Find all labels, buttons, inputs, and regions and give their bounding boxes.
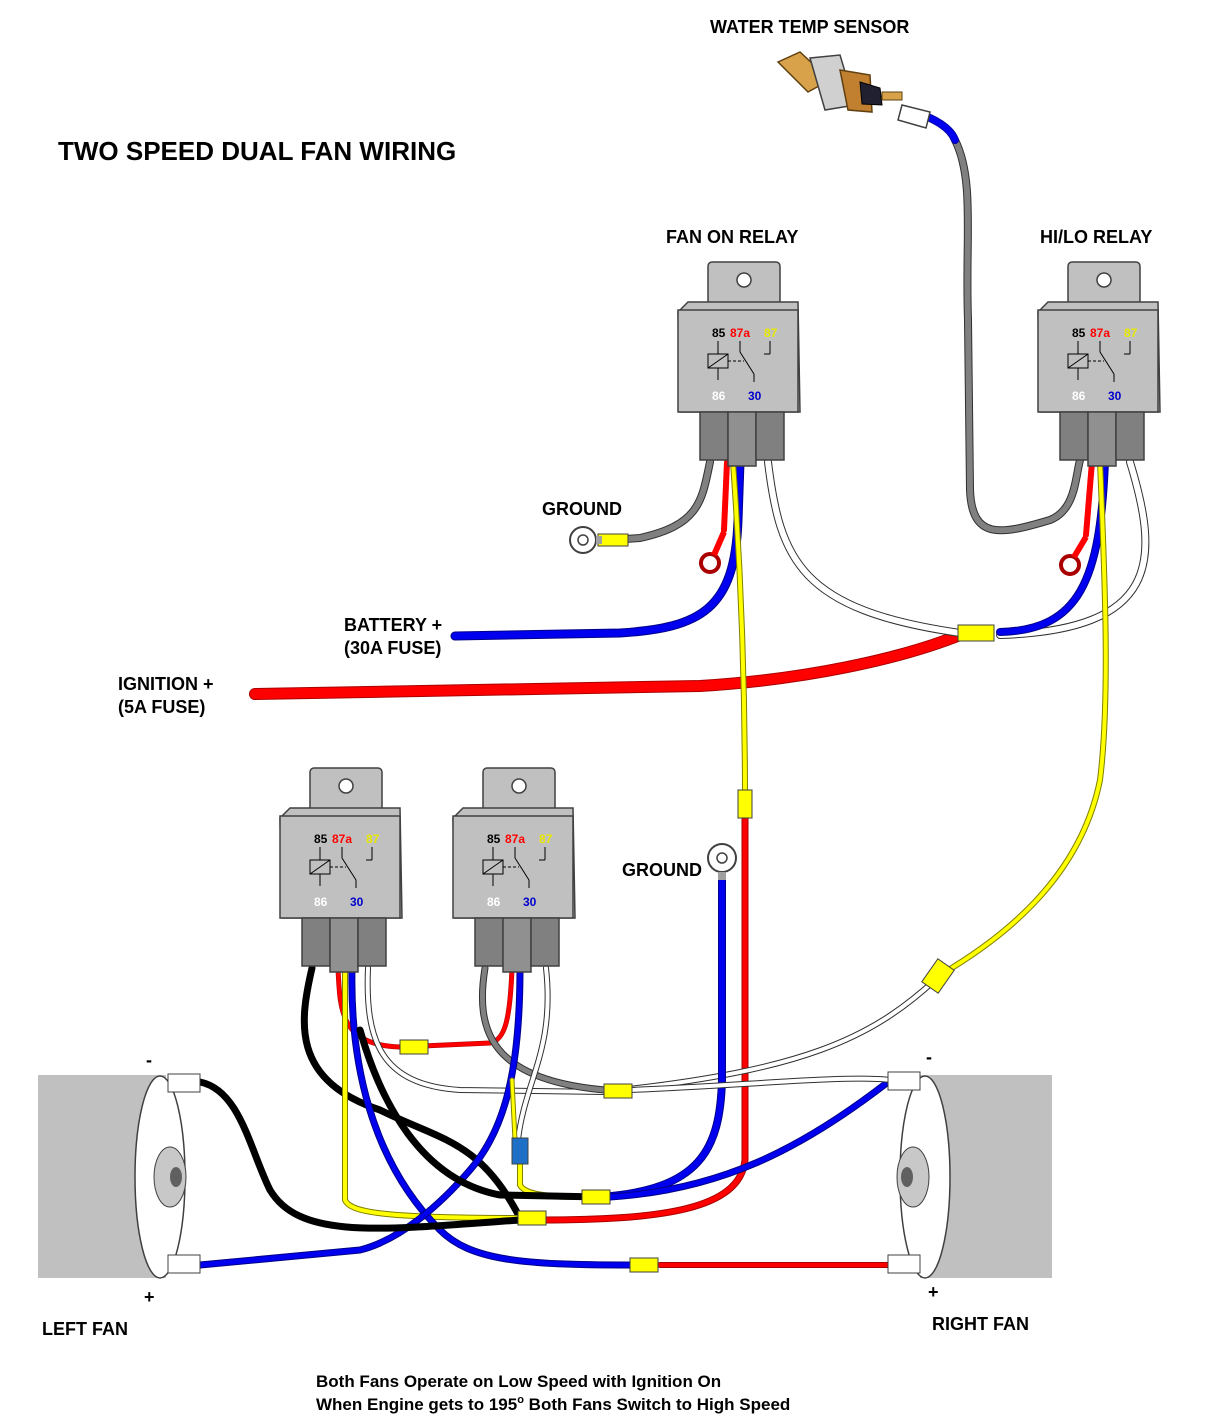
pin-30: 30 (523, 895, 537, 909)
pin-86: 86 (1072, 389, 1086, 403)
note-line-2-post: Both Fans Switch to High Speed (524, 1395, 790, 1414)
pin-30: 30 (748, 389, 762, 403)
pin-30: 30 (350, 895, 364, 909)
white-wire-top (764, 458, 1150, 639)
red-ring-hilo (1059, 535, 1089, 576)
right-fan-relay-pins: 85 87a 87 86 30 (487, 832, 553, 909)
sensor-wire (926, 114, 1084, 535)
pin-87a: 87a (730, 326, 750, 340)
pin-86: 86 (712, 389, 726, 403)
ignition-fuse-label: (5A FUSE) (118, 697, 205, 717)
ignition-wire (249, 627, 971, 700)
splices (167, 533, 995, 1274)
degree-mark: o (517, 1394, 524, 1406)
yellow-wire-long (937, 459, 1109, 978)
ground-ring-top (569, 526, 602, 554)
left-fan-label: LEFT FAN (42, 1319, 128, 1339)
pin-85: 85 (712, 326, 726, 340)
left-fan-relay (279, 767, 403, 973)
pin-86: 86 (314, 895, 328, 909)
ground-label-mid: GROUND (622, 860, 702, 880)
ignition-label: IGNITION + (118, 674, 214, 694)
pin-87a: 87a (505, 832, 525, 846)
pin-30: 30 (1108, 389, 1122, 403)
left-fan (38, 1075, 187, 1279)
ground-wire-top (608, 458, 714, 544)
water-temp-sensor-label: WATER TEMP SENSOR (710, 17, 909, 37)
red-ring-fanon (699, 530, 727, 574)
right-fan-minus: - (926, 1047, 932, 1067)
battery-wire (450, 457, 745, 641)
note-line-2-pre: When Engine gets to 195 (316, 1395, 517, 1414)
pin-87a: 87a (1090, 326, 1110, 340)
fan-on-relay (677, 261, 801, 467)
ground-ring-mid (707, 843, 737, 880)
right-fan-relay (452, 767, 576, 973)
pin-87: 87 (366, 832, 380, 846)
pin-85: 85 (314, 832, 328, 846)
left-fan-plus: + (144, 1287, 155, 1307)
hilo-relay (1037, 261, 1161, 467)
diagram-title: TWO SPEED DUAL FAN WIRING (58, 136, 456, 166)
pin-87a: 87a (332, 832, 352, 846)
pin-87: 87 (539, 832, 553, 846)
water-temp-sensor (776, 51, 931, 129)
fan-on-relay-label: FAN ON RELAY (666, 227, 798, 247)
pin-86: 86 (487, 895, 501, 909)
wires (196, 114, 1150, 1269)
battery-fuse-label: (30A FUSE) (344, 638, 441, 658)
right-fan (896, 1075, 1052, 1279)
pin-87: 87 (1124, 326, 1138, 340)
pin-85: 85 (487, 832, 501, 846)
hilo-relay-label: HI/LO RELAY (1040, 227, 1152, 247)
yellow-wire-mid (730, 459, 748, 803)
right-fan-label: RIGHT FAN (932, 1314, 1029, 1334)
left-fan-minus: - (146, 1050, 152, 1070)
ground-label-top: GROUND (542, 499, 622, 519)
hilo-relay-pins: 85 87a 87 86 30 (1072, 326, 1138, 403)
pin-85: 85 (1072, 326, 1086, 340)
left-fan-relay-pins: 85 87a 87 86 30 (314, 832, 380, 909)
pin-87: 87 (764, 326, 778, 340)
note-line-2: When Engine gets to 195o Both Fans Switc… (316, 1394, 790, 1414)
right-fan-plus: + (928, 1282, 939, 1302)
fan-on-relay-pins: 85 87a 87 86 30 (712, 326, 778, 403)
battery-label: BATTERY + (344, 615, 442, 635)
note-line-1: Both Fans Operate on Low Speed with Igni… (316, 1372, 721, 1391)
